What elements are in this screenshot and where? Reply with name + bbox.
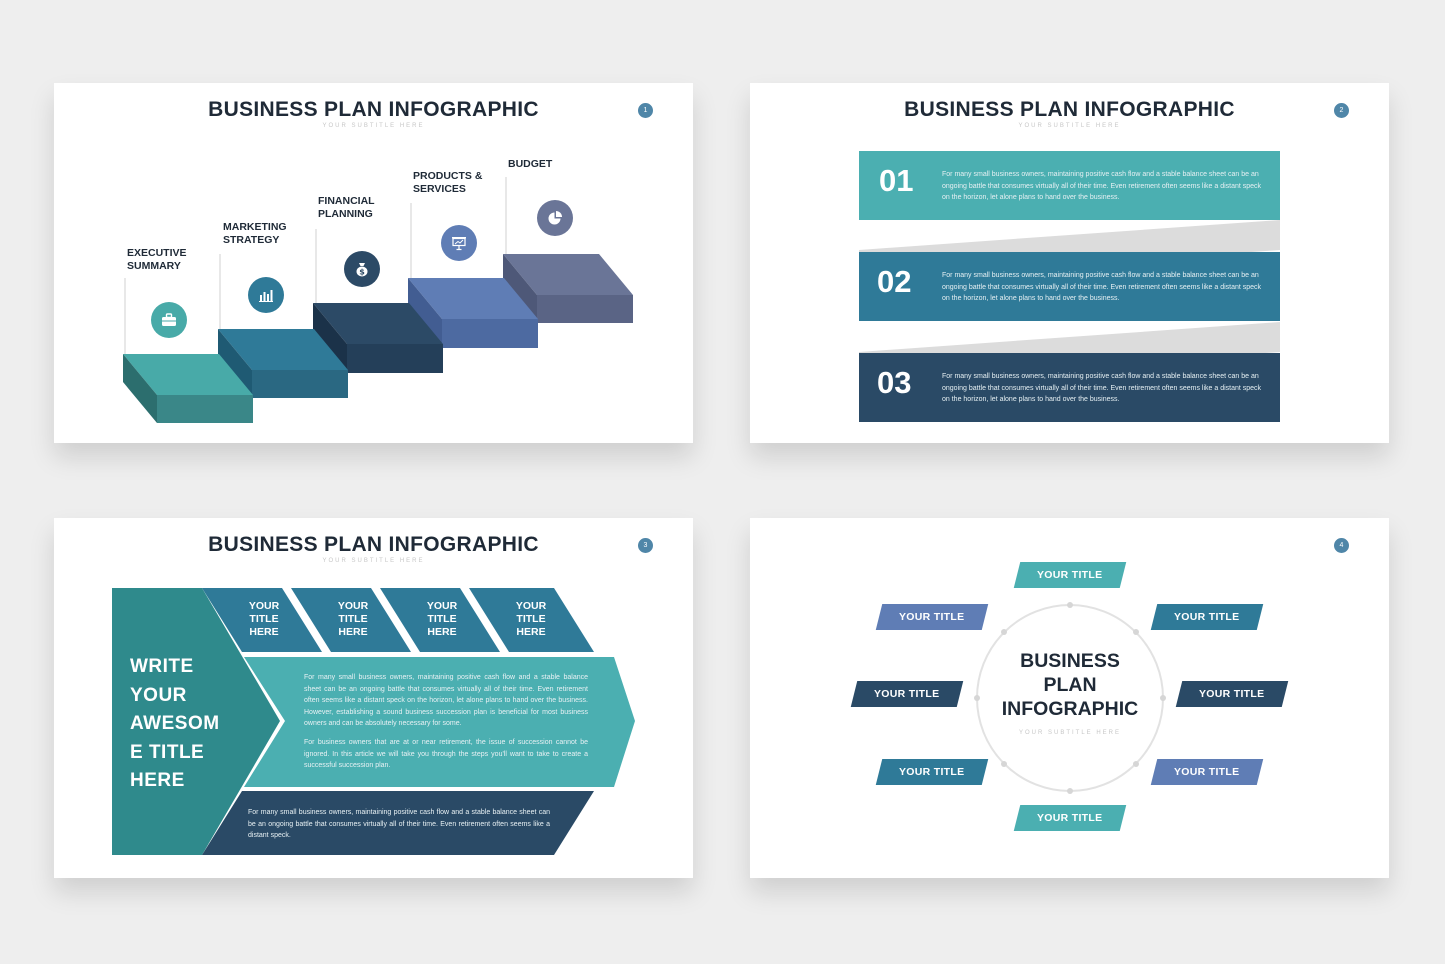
left-title-chevron [112, 588, 280, 855]
title-tag-top-left: YOUR TITLE [875, 604, 989, 630]
chevron-label-4: YOUR TITLE HERE [515, 600, 547, 638]
step-label-financial-planning: FINANCIAL PLANNING [318, 195, 375, 220]
page-number-badge: 1 [638, 103, 653, 118]
row-band-1 [859, 151, 1280, 220]
row-band-3 [859, 353, 1280, 422]
page-number-badge: 3 [638, 538, 653, 553]
chevron-label-3: YOUR TITLE HERE [426, 600, 458, 638]
step-label-executive-summary: EXECUTIVE SUMMARY [127, 247, 187, 272]
row-number: 01 [879, 163, 914, 198]
row-text: For many small business owners, maintain… [942, 171, 1262, 201]
bottom-band [202, 791, 594, 855]
svg-text:$: $ [359, 268, 365, 277]
title-tag-top-right: YOUR TITLE [1150, 604, 1264, 630]
slide-title: BUSINESS PLAN INFOGRAPHIC [904, 98, 1235, 121]
title-tag-left: YOUR TITLE [850, 681, 964, 707]
page-number-badge: 4 [1334, 538, 1349, 553]
paragraph-1: For many small business owners, maintain… [304, 674, 588, 727]
step-3-block [313, 303, 443, 373]
step-label-products-services: PRODUCTS & SERVICES [413, 170, 483, 195]
page-number-badge: 2 [1334, 103, 1349, 118]
center-title: BUSINESS PLAN INFOGRAPHIC [1001, 650, 1139, 720]
slide-4-radial-titles: 4 BUSINESS PLAN INFOGRAPHIC YOUR SUBTITL… [750, 518, 1389, 878]
slide-title: BUSINESS PLAN INFOGRAPHIC [208, 98, 539, 121]
chevron-1 [202, 588, 322, 652]
slide-3-chevron-layout: BUSINESS PLAN INFOGRAPHIC YOUR SUBTITLE … [54, 518, 693, 878]
chevron-4 [469, 588, 594, 652]
presentation-board-icon [441, 225, 477, 261]
title-tag-bottom-left: YOUR TITLE [875, 759, 989, 785]
briefcase-icon [151, 302, 187, 338]
title-tag-bottom-right: YOUR TITLE [1150, 759, 1264, 785]
paragraph-3: For many small business owners, maintain… [248, 809, 550, 839]
slide-subtitle: YOUR SUBTITLE HERE [322, 558, 425, 564]
awesome-title: WRITE YOUR AWESOM E TITLE HERE [130, 656, 220, 791]
step-5-block [503, 254, 633, 323]
slide-1-staircase: BUSINESS PLAN INFOGRAPHIC YOUR SUBTITLE … [54, 83, 693, 443]
row-number: 03 [877, 365, 912, 400]
step-1-block [123, 354, 253, 423]
radial-circle-graphic [974, 602, 1166, 794]
step-2-block [218, 329, 348, 398]
center-subtitle: YOUR SUBTITLE HERE [1018, 730, 1121, 736]
money-bag-icon: $ [344, 251, 380, 287]
chevron-label-2: YOUR TITLE HERE [337, 600, 369, 638]
slide-subtitle: YOUR SUBTITLE HERE [322, 123, 425, 129]
chevron-3 [380, 588, 500, 652]
row-text: For many small business owners, maintain… [942, 272, 1262, 302]
title-tag-right: YOUR TITLE [1175, 681, 1289, 707]
step-4-block [408, 278, 538, 348]
chevron-2 [291, 588, 411, 652]
middle-arrow-band [244, 657, 635, 787]
rows-graphic [859, 151, 1280, 422]
chevron-graphic [112, 588, 635, 855]
title-tag-top: YOUR TITLE [1013, 562, 1127, 588]
staircase-graphic [123, 177, 633, 423]
slide-title: BUSINESS PLAN INFOGRAPHIC [208, 533, 539, 556]
row-text: For many small business owners, maintain… [942, 373, 1262, 403]
row-number: 02 [877, 264, 912, 299]
title-tag-bottom: YOUR TITLE [1013, 805, 1127, 831]
step-label-budget: BUDGET [508, 158, 553, 170]
slide-subtitle: YOUR SUBTITLE HERE [1018, 123, 1121, 129]
slide-2-numbered-rows: BUSINESS PLAN INFOGRAPHIC YOUR SUBTITLE … [750, 83, 1389, 443]
pie-chart-icon [537, 200, 573, 236]
row-band-2 [859, 252, 1280, 321]
paragraph-2: For business owners that are at or near … [304, 739, 588, 769]
step-label-marketing-strategy: MARKETING STRATEGY [223, 221, 287, 246]
chevron-label-1: YOUR TITLE HERE [248, 600, 280, 638]
bar-chart-icon [248, 277, 284, 313]
